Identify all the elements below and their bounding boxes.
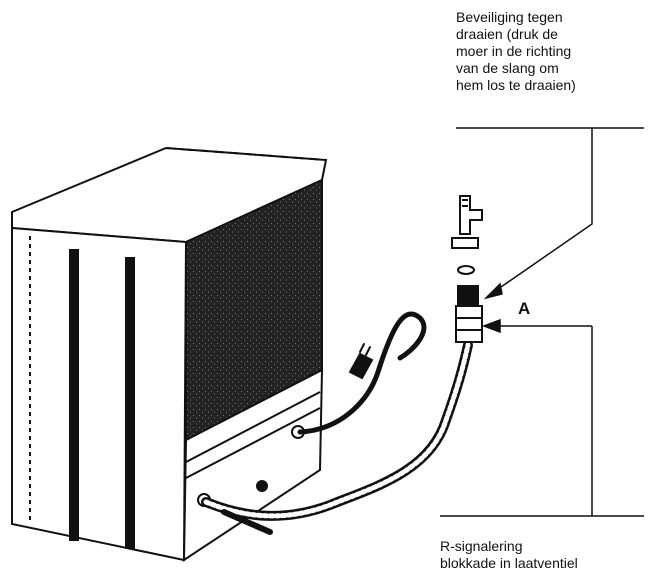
inlet-hose xyxy=(201,340,473,535)
callout-bottom-line: blokkade in laatventiel xyxy=(440,555,578,571)
cabinet-front xyxy=(11,226,188,562)
front-rail-left xyxy=(69,249,79,541)
callout-top: Beveiliging tegen draaien (druk de moer … xyxy=(456,9,576,94)
water-tap-icon xyxy=(451,195,483,249)
dishwasher-cabinet xyxy=(11,146,328,562)
power-cable xyxy=(297,311,427,435)
callout-lines xyxy=(440,127,644,517)
callout-top-line: van de slang om xyxy=(456,60,559,76)
callout-top-line: draaien (druk de xyxy=(456,26,558,42)
callout-bottom-line: R-signalering xyxy=(440,538,523,554)
safety-valve xyxy=(451,195,483,343)
front-rail-right xyxy=(125,257,135,549)
marker-a: A xyxy=(518,299,531,318)
callout-top-line: moer in de richting xyxy=(456,43,572,59)
callout-top-line: hem los te draaien) xyxy=(456,77,576,93)
callout-bottom: R-signalering blokkade in laatventiel xyxy=(440,538,578,572)
cabinet-base-plate xyxy=(182,368,324,562)
callout-top-line: Beveiliging tegen xyxy=(456,9,563,25)
